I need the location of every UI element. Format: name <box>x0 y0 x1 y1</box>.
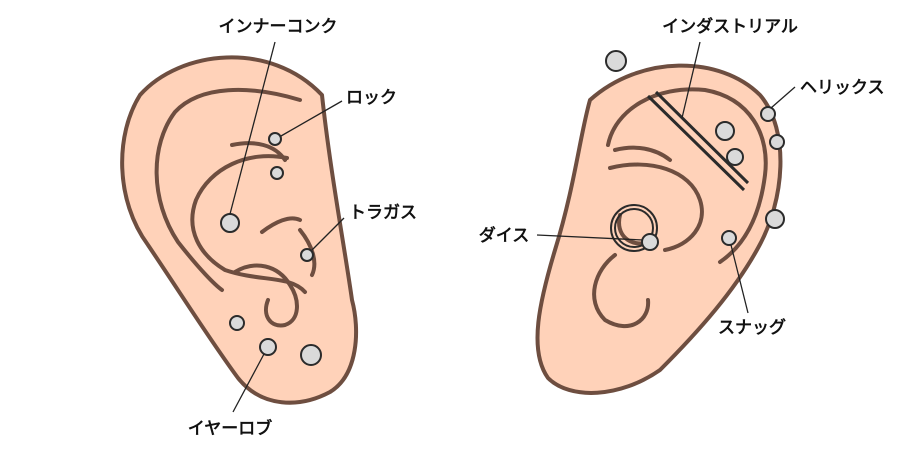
leader-inner-conch <box>229 41 276 215</box>
right-tragus <box>592 253 651 328</box>
right-helix-stud-right-2 <box>769 134 785 150</box>
right-antihelix-crus <box>613 145 672 162</box>
right-helix-rim <box>606 87 768 264</box>
left-ear <box>120 55 358 405</box>
left-rook-stud-bottom <box>270 166 284 180</box>
left-helix-crus <box>260 216 302 234</box>
left-rook-stud-top <box>268 132 282 146</box>
label-tragus: トラガス <box>349 203 417 223</box>
label-helix: ヘリックス <box>800 78 885 98</box>
leader-tragus <box>311 217 345 251</box>
label-snug: スナッグ <box>718 317 786 338</box>
leader-helix <box>770 86 796 109</box>
label-rook: ロック <box>346 88 397 108</box>
leader-snug <box>730 244 749 314</box>
right-antihelix <box>608 162 704 252</box>
leader-earlobe <box>232 353 265 413</box>
right-industrial-stud-2 <box>726 148 744 166</box>
leader-daith <box>536 234 644 241</box>
studs <box>220 50 785 366</box>
left-ear-outline <box>120 55 358 405</box>
right-daith-ring-inner <box>614 208 654 248</box>
left-conch <box>233 263 299 328</box>
right-helix-stud-right-1 <box>760 106 776 122</box>
right-daith-stud <box>641 233 659 251</box>
left-tragus-stud <box>300 248 314 262</box>
left-earlobe-stud-1 <box>229 315 245 331</box>
label-earlobe: イヤーロブ <box>188 418 273 439</box>
right-helix-stud-top <box>605 50 627 72</box>
labels: インナーコンク ロック トラガス イヤーロブ インダストリアル ヘリックス ダイ… <box>188 16 885 439</box>
right-industrial-bar-outer <box>646 94 746 192</box>
right-daith-ring-outer <box>610 204 658 252</box>
left-inner-conch-stud <box>220 213 240 233</box>
leader-rook <box>280 100 343 137</box>
left-helix-rim <box>154 87 302 292</box>
right-snug-stud <box>721 230 737 246</box>
right-industrial-stud-1 <box>715 121 735 141</box>
right-industrial-bar-inner <box>654 90 750 185</box>
left-earlobe-stud-3 <box>300 344 322 366</box>
label-inner-conch: インナーコンク <box>219 17 338 37</box>
leader-industrial <box>681 41 701 119</box>
left-antihelix <box>190 154 307 294</box>
label-daith: ダイス <box>479 225 530 246</box>
label-industrial: インダストリアル <box>662 16 798 37</box>
leader-lines <box>229 41 796 413</box>
right-helix-stud-right-3 <box>765 209 785 229</box>
right-ear-outline <box>535 63 783 395</box>
left-earlobe-stud-2 <box>259 338 277 356</box>
right-ear <box>535 63 783 395</box>
